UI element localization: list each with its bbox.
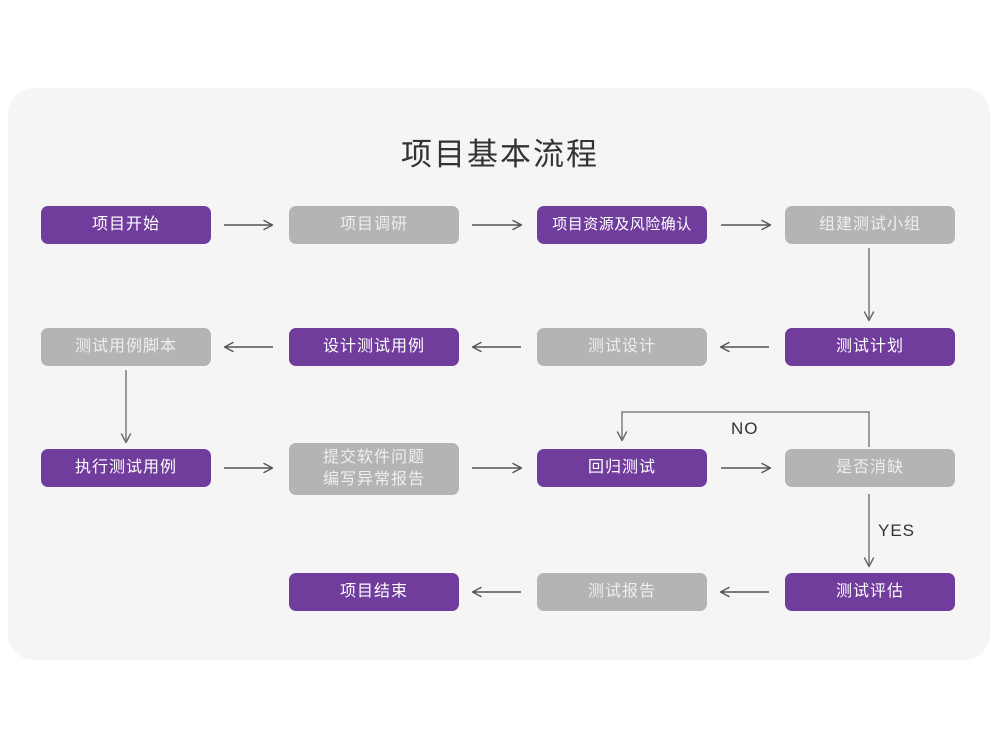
edge-label-no: NO <box>731 419 759 438</box>
node-defect-resolved-decision[interactable]: 是否消缺 <box>785 449 955 487</box>
node-test-evaluation[interactable]: 测试评估 <box>785 573 955 611</box>
node-submit-issue-report[interactable]: 提交软件问题 编写异常报告 <box>289 443 459 495</box>
node-design-test-case[interactable]: 设计测试用例 <box>289 328 459 366</box>
node-execute-test-case[interactable]: 执行测试用例 <box>41 449 211 487</box>
node-project-start[interactable]: 项目开始 <box>41 206 211 244</box>
node-test-plan[interactable]: 测试计划 <box>785 328 955 366</box>
node-test-design[interactable]: 测试设计 <box>537 328 707 366</box>
page-title: 项目基本流程 <box>401 137 599 172</box>
node-regression-test[interactable]: 回归测试 <box>537 449 707 487</box>
node-resource-risk-confirm[interactable]: 项目资源及风险确认 <box>537 206 707 244</box>
node-test-report[interactable]: 测试报告 <box>537 573 707 611</box>
flowchart-card <box>8 88 990 660</box>
edge-label-yes: YES <box>878 521 916 540</box>
node-project-end[interactable]: 项目结束 <box>289 573 459 611</box>
node-build-test-team[interactable]: 组建测试小组 <box>785 206 955 244</box>
node-project-research[interactable]: 项目调研 <box>289 206 459 244</box>
node-test-case-script[interactable]: 测试用例脚本 <box>41 328 211 366</box>
